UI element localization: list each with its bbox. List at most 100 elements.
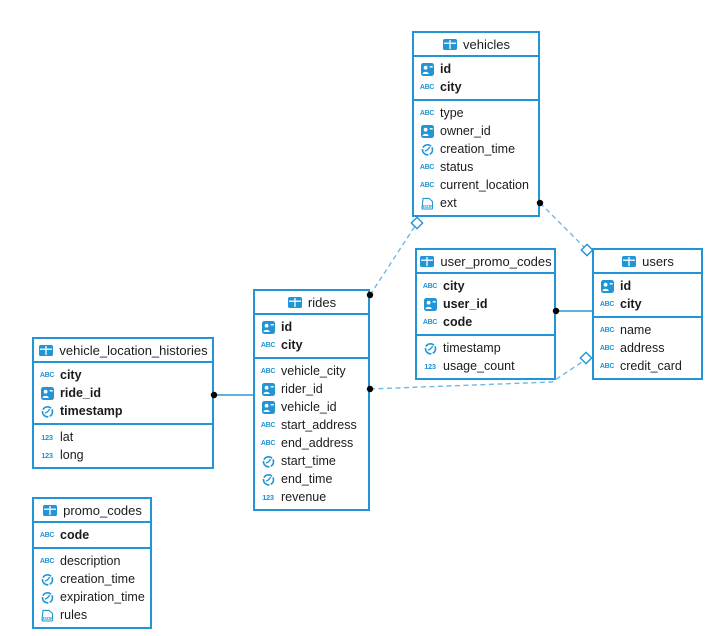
timestamp-icon [39,591,55,604]
column-rides-rider_id: rider_id [255,380,368,398]
table-header-vehicles: vehicles [414,33,538,57]
uuid-icon [260,320,276,334]
column-name: city [281,338,303,352]
table-header-promo_codes: promo_codes [34,499,150,523]
table-icon [287,296,303,308]
text-icon: ABC [599,300,615,308]
column-name: code [60,528,90,542]
table-name: rides [307,294,337,310]
column-name: ext [440,196,457,210]
column-name: credit_card [620,359,682,373]
uuid-icon [419,124,435,138]
column-name: timestamp [60,404,123,418]
column-name: start_address [281,418,357,432]
column-name: vehicle_id [281,400,337,414]
many-end-diamond [410,216,424,230]
column-users-name: ABC name [594,321,701,339]
column-name: type [440,106,464,120]
relationship-user_promo_codes-users [552,307,592,315]
json-icon: JSON [39,609,55,622]
uuid-icon [419,62,435,76]
column-users-id: id [594,277,701,295]
many-end-diamond [579,351,593,365]
column-name: city [440,80,462,94]
svg-text:JSON: JSON [41,616,52,621]
text-icon: ABC [599,362,615,370]
column-name: end_address [281,436,354,450]
table-name: users [642,253,674,269]
column-name: city [443,279,465,293]
column-name: vehicle_city [281,364,346,378]
timestamp-icon [260,455,276,468]
column-rides-start_time: start_time [255,452,368,470]
text-icon: ABC [260,341,276,349]
column-rides-vehicle_id: vehicle_id [255,398,368,416]
text-icon: ABC [599,326,615,334]
column-vehicle_location_histories-timestamp: timestamp [34,402,212,420]
column-name: start_time [281,454,336,468]
timestamp-icon [422,342,438,355]
column-name: name [620,323,652,337]
table-name: vehicles [463,36,510,52]
uuid-icon [422,297,438,311]
timestamp-icon [39,405,55,418]
many-end-diamond [580,243,594,257]
table-name: promo_codes [63,502,142,518]
column-name: lat [60,430,74,444]
column-rides-city: ABC city [255,336,368,354]
relationship-vehicle_location_histories-rides [210,391,253,399]
table-name: user_promo_codes [440,253,552,269]
column-name: ride_id [60,386,101,400]
timestamp-icon [419,143,435,156]
table-icon [42,504,58,516]
column-name: user_id [443,297,488,311]
column-name: usage_count [443,359,515,373]
column-user_promo_codes-city: ABC city [417,277,554,295]
column-name: description [60,554,121,568]
column-name: rules [60,608,88,622]
column-name: long [60,448,84,462]
text-icon: ABC [422,282,438,290]
column-rides-end_time: end_time [255,470,368,488]
uuid-icon [260,382,276,396]
table-header-user_promo_codes: user_promo_codes [417,250,554,274]
uuid-icon [599,279,615,293]
column-vehicles-id: id [414,60,538,78]
column-name: id [440,62,452,76]
column-vehicle_location_histories-ride_id: ride_id [34,384,212,402]
table-icon [442,38,458,50]
text-icon: ABC [419,181,435,189]
column-name: end_time [281,472,333,486]
text-icon: ABC [422,318,438,326]
text-icon: ABC [419,163,435,171]
uuid-icon [39,386,55,400]
table-icon [419,255,435,267]
column-promo_codes-creation_time: creation_time [34,570,150,588]
timestamp-icon [39,573,55,586]
